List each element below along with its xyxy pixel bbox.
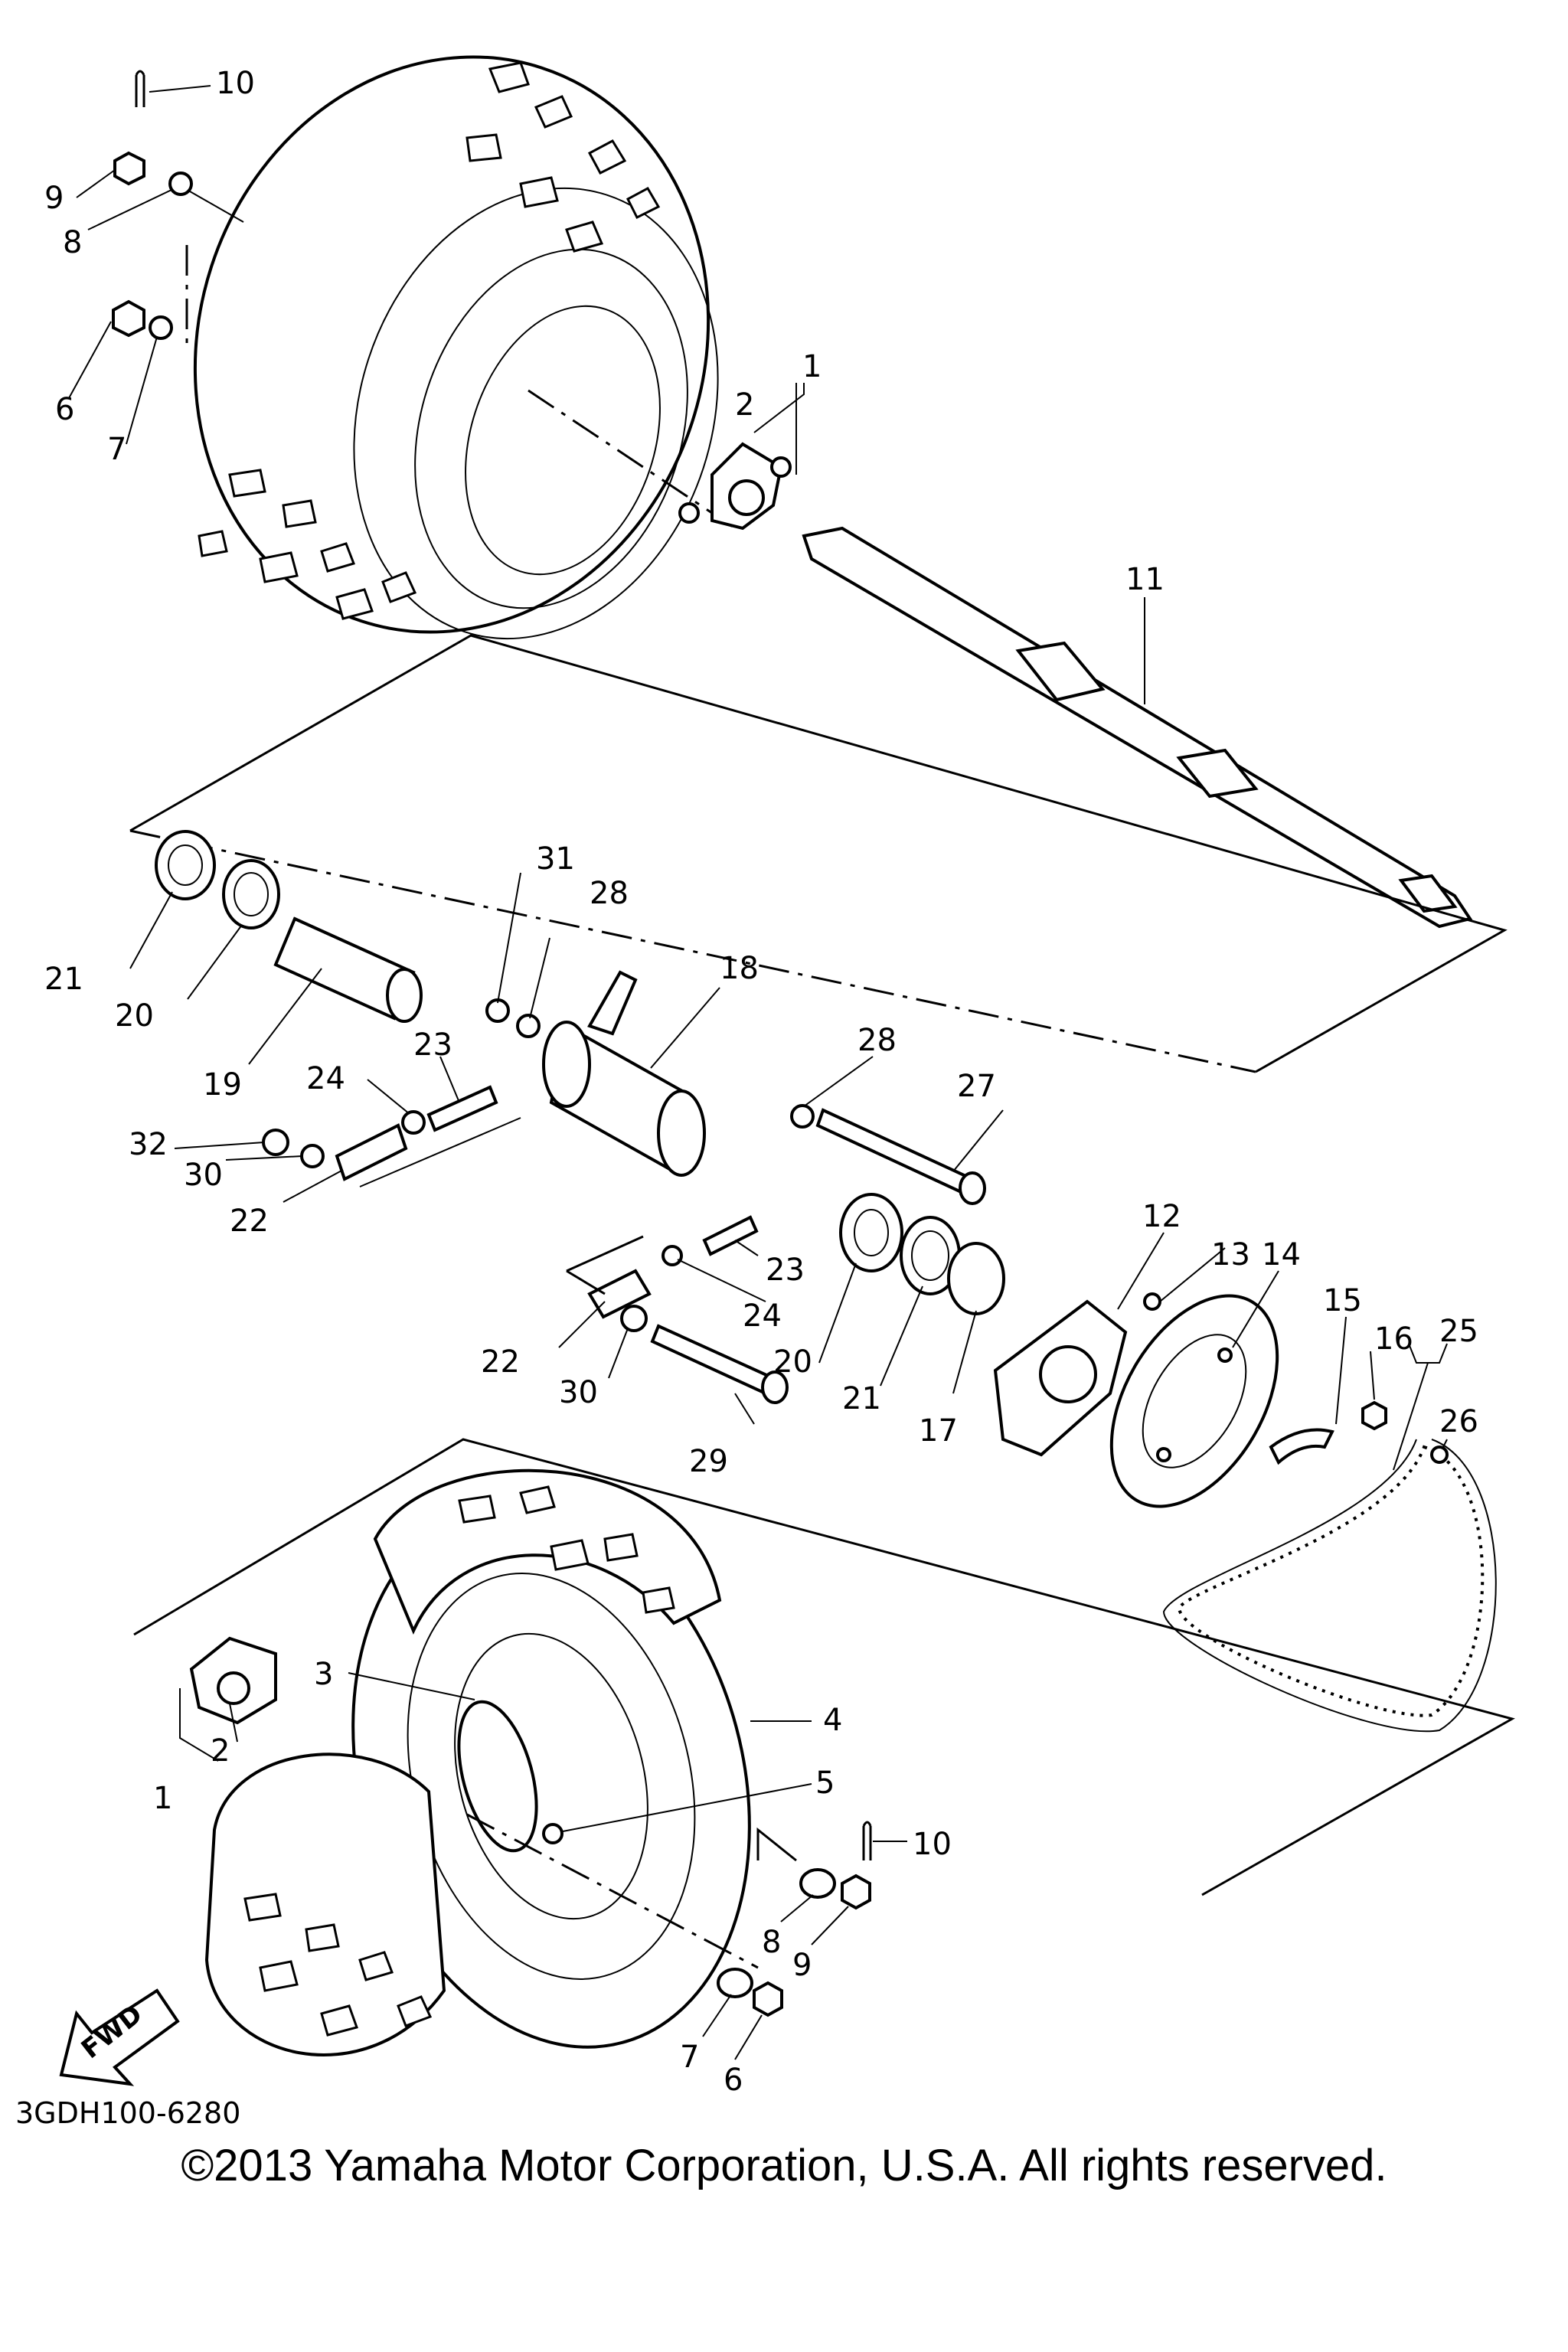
callout-7-lower: 7 xyxy=(680,2040,699,2075)
upper-hub xyxy=(678,442,792,531)
assembly-frame-upper xyxy=(129,634,1508,1073)
lower-wheel xyxy=(204,1468,751,2056)
callout-20-upper: 20 xyxy=(115,998,154,1034)
callout-5: 5 xyxy=(815,1766,835,1801)
callout-25: 25 xyxy=(1439,1314,1478,1349)
callout-28-upper: 28 xyxy=(590,876,629,911)
callout-27: 27 xyxy=(957,1069,996,1104)
callout-7-upper: 7 xyxy=(107,432,126,467)
callout-6-lower: 6 xyxy=(724,2063,743,2098)
upper-hardware xyxy=(112,70,244,345)
copyright-notice: ©2013 Yamaha Motor Corporation, U.S.A. A… xyxy=(181,2141,1387,2190)
callout-23-lower: 23 xyxy=(766,1253,805,1288)
callout-14: 14 xyxy=(1262,1237,1301,1272)
sprocket-14 xyxy=(1109,1294,1279,1508)
callout-8-lower: 8 xyxy=(762,1925,781,1960)
callout-6-upper: 6 xyxy=(55,392,74,427)
callout-29: 29 xyxy=(689,1444,728,1479)
lower-hardware xyxy=(542,1821,872,2017)
sleeve-19 xyxy=(273,916,423,1023)
callout-16: 16 xyxy=(1374,1321,1413,1357)
callout-23-upper: 23 xyxy=(413,1027,452,1063)
chain-guard-15 xyxy=(1269,1400,1387,1465)
callout-21-upper: 21 xyxy=(44,962,83,997)
callout-19: 19 xyxy=(203,1067,242,1102)
sprocket-hub-12 xyxy=(993,1292,1161,1457)
callout-20-lower: 20 xyxy=(773,1344,812,1380)
callout-10-lower: 10 xyxy=(913,1827,952,1862)
callout-2-upper: 2 xyxy=(735,387,754,423)
callout-30-upper: 30 xyxy=(184,1158,223,1193)
callout-labels: 10 9 8 6 7 1 2 11 31 28 18 21 20 19 23 2… xyxy=(44,66,1478,2098)
callout-30-lower: 30 xyxy=(559,1375,598,1410)
leader-lines xyxy=(68,85,1448,2060)
callout-15: 15 xyxy=(1323,1283,1362,1318)
callout-3: 3 xyxy=(314,1657,333,1692)
bearings-left xyxy=(155,830,280,929)
drive-chain-25 xyxy=(1162,1439,1497,1733)
callout-1-upper: 1 xyxy=(802,349,822,384)
callout-24-upper: 24 xyxy=(306,1061,345,1096)
callout-32: 32 xyxy=(129,1127,168,1162)
callout-10-upper: 10 xyxy=(216,66,255,101)
lower-adjuster xyxy=(566,1215,789,1404)
callout-28-middle: 28 xyxy=(858,1023,897,1058)
callout-12: 12 xyxy=(1142,1199,1181,1234)
fwd-arrow: FWD xyxy=(59,1988,180,2086)
callout-9-lower: 9 xyxy=(792,1948,812,1983)
callout-11: 11 xyxy=(1125,562,1165,597)
callout-9-upper: 9 xyxy=(44,181,64,216)
callout-31: 31 xyxy=(536,841,575,877)
lower-hub xyxy=(189,1636,277,1725)
bolt-27 xyxy=(790,1104,986,1205)
callout-24-lower: 24 xyxy=(743,1298,782,1334)
callout-18: 18 xyxy=(720,951,759,986)
right-bearings-seals xyxy=(839,1193,1005,1315)
callout-22-lower: 22 xyxy=(481,1344,520,1380)
axle-shaft xyxy=(802,526,1473,929)
adjuster-hardware xyxy=(262,998,541,1187)
callout-8-upper: 8 xyxy=(63,225,82,260)
callout-21-lower: 21 xyxy=(842,1381,881,1416)
axle-housing-18 xyxy=(542,970,706,1177)
callout-2-lower: 2 xyxy=(211,1733,230,1769)
assembly-frame-lower xyxy=(133,1438,1515,1896)
diagram-code: 3GDH100-6280 xyxy=(15,2096,241,2130)
callout-26: 26 xyxy=(1439,1404,1478,1439)
upper-wheel xyxy=(193,55,719,640)
callout-1-lower: 1 xyxy=(153,1781,172,1816)
callout-4: 4 xyxy=(823,1703,842,1738)
callout-22-upper: 22 xyxy=(230,1204,269,1239)
callout-13: 13 xyxy=(1211,1237,1250,1272)
callout-17: 17 xyxy=(919,1413,958,1449)
